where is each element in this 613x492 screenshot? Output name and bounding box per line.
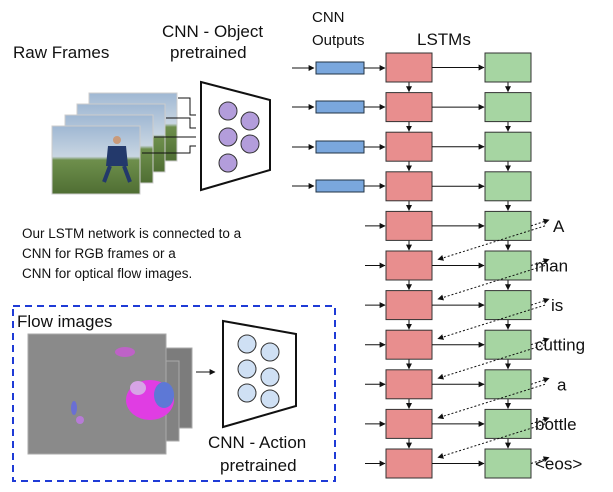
cnn-node (218, 101, 238, 121)
cnn-node (237, 383, 257, 403)
description-line-2: CNN for RGB frames or a (22, 246, 176, 261)
flow-images-label: Flow images (17, 312, 112, 331)
lstm-timestep: is (365, 290, 563, 340)
lstm-timestep: cutting (365, 329, 585, 380)
output-word: cutting (535, 336, 585, 355)
cnn-output-vector (315, 100, 365, 114)
lstm-timestep: <eos> (365, 448, 582, 479)
cnn-outputs-sublabel: Outputs (312, 32, 365, 49)
lstm-layer1-cell (385, 369, 433, 400)
lstm-layer1-cell (385, 52, 433, 83)
description-line-1: Our LSTM network is connected to a (22, 226, 242, 241)
word-output-arrow (530, 337, 550, 346)
lstm-timestep (385, 52, 532, 93)
lstm-layer1-cell (385, 92, 433, 123)
lstm-layer2-cell (484, 52, 532, 83)
cnn-action-sublabel: pretrained (220, 456, 297, 475)
lstm-layer2-cell (484, 408, 532, 439)
flow-images-stack (27, 333, 193, 455)
cnn-node (218, 127, 238, 147)
output-word: man (535, 257, 568, 276)
word-output-arrow (530, 218, 550, 227)
lstm-layer1-cell (385, 290, 433, 321)
cnn-object-sublabel: pretrained (170, 43, 247, 62)
output-word: bottle (535, 415, 577, 434)
frame-to-cnn-connectors (142, 97, 196, 154)
lstm-layer1-cell (385, 171, 433, 202)
description-line-3: CNN for optical flow images. (22, 266, 192, 281)
cnn-outputs-label: CNN (312, 9, 345, 26)
lstm-layer2-cell (484, 290, 532, 321)
lstms-label: LSTMs (417, 30, 471, 49)
cnn-node (237, 359, 257, 379)
lstm-timestep (385, 131, 532, 172)
word-feedback-arrow (437, 344, 546, 380)
cnn-object-label: CNN - Object (162, 22, 263, 41)
lstm-timestep: A (365, 210, 565, 261)
word-feedback-arrow (437, 383, 546, 420)
cnn-output-row (292, 100, 386, 114)
cnn-action-network (222, 319, 297, 429)
raw-frame (51, 125, 141, 195)
cnn-output-vector (315, 179, 365, 193)
word-feedback-arrow (437, 265, 546, 301)
lstm-layer2-cell (484, 250, 532, 281)
lstm-layer1-cell (385, 210, 433, 241)
lstm-layer1-cell (385, 250, 433, 281)
flow-image (27, 333, 174, 455)
raw-frames-label: Raw Frames (13, 43, 109, 62)
lstm-timestep: a (365, 369, 567, 420)
cnn-action-label: CNN - Action (208, 433, 306, 452)
cnn-node (260, 342, 280, 362)
cnn-node (260, 389, 280, 409)
lstm-layer1-cell (385, 408, 433, 439)
word-output-arrow (530, 456, 550, 464)
lstm-layer1-cell (385, 329, 433, 360)
word-feedback-arrow (437, 304, 546, 340)
lstm-layer2-cell (484, 448, 532, 479)
flow-branch-box (12, 305, 336, 482)
cnn-output-row (292, 179, 386, 193)
word-feedback-arrow (437, 225, 546, 261)
output-word: A (553, 217, 565, 236)
output-word: is (551, 296, 563, 315)
lstm-timestep: bottle (365, 408, 577, 459)
lstm-timestep: man (365, 250, 568, 301)
lstm-timestep (385, 171, 532, 211)
cnn-output-row (292, 61, 386, 75)
word-output-arrow (530, 377, 550, 385)
cnn-object-network (200, 80, 271, 192)
cnn-node (260, 367, 280, 387)
raw-frames-stack (51, 92, 178, 195)
word-feedback-arrow (437, 423, 546, 459)
lstm-layer2-cell (484, 171, 532, 202)
cnn-output-vector (315, 140, 365, 154)
word-output-arrow (530, 297, 550, 306)
cnn-output-vector (315, 61, 365, 75)
lstm-layer2-cell (484, 210, 532, 241)
output-word: <eos> (535, 455, 582, 474)
cnn-output-row (292, 140, 386, 154)
cnn-node (218, 153, 238, 173)
word-output-arrow (530, 258, 550, 266)
cnn-node (240, 111, 260, 131)
lstm-layer2-cell (484, 329, 532, 360)
lstm-layer1-cell (385, 131, 433, 162)
output-word: a (557, 375, 567, 394)
lstm-layer2-cell (484, 369, 532, 400)
lstm-layer2-cell (484, 131, 532, 162)
lstm-layer1-cell (385, 448, 433, 479)
lstm-layer2-cell (484, 92, 532, 123)
cnn-output-vectors (292, 61, 386, 193)
cnn-node (237, 334, 257, 354)
lstm-timestep (385, 92, 532, 132)
cnn-node (240, 134, 260, 154)
word-output-arrow (530, 416, 550, 425)
